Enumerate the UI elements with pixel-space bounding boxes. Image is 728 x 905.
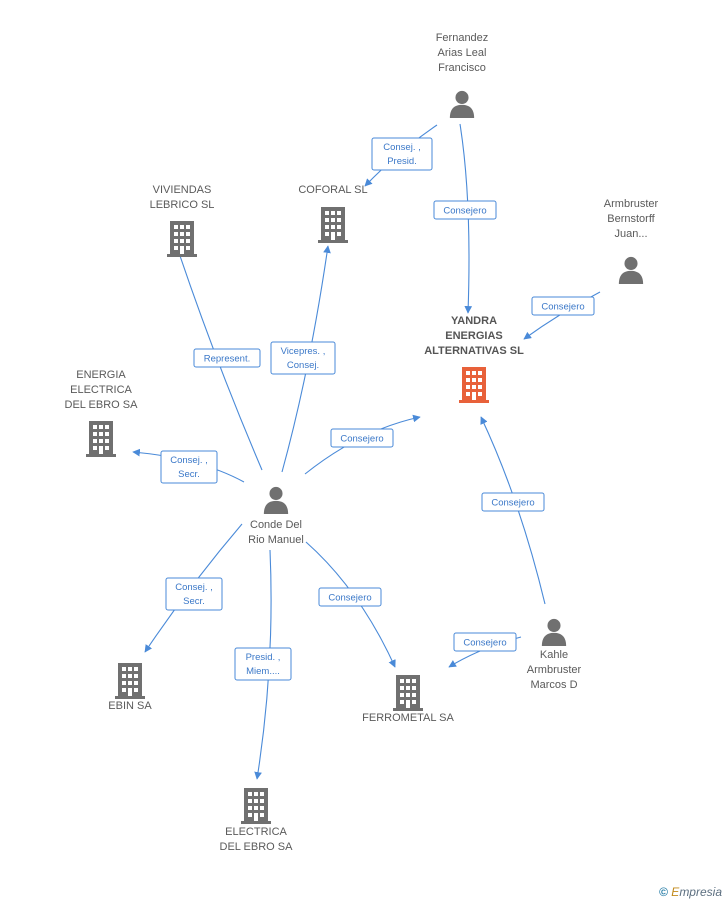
building-icon <box>167 221 197 257</box>
node-label: Arias Leal <box>438 47 487 59</box>
node-label: LEBRICO SL <box>150 199 215 211</box>
edge-label-box[interactable] <box>453 632 517 652</box>
node-label: COFORAL SL <box>298 184 367 196</box>
node-energia[interactable]: ENERGIA ELECTRICA DEL EBRO SA <box>65 369 139 457</box>
edge-label-text: Consej. , <box>383 142 421 153</box>
edge-kahle-to-ferrometal: Consejero <box>448 632 522 668</box>
node-viviendas[interactable]: VIVIENDAS LEBRICO SL <box>150 184 215 257</box>
edge-label-text: Presid. <box>387 156 417 167</box>
node-label: Kahle <box>540 649 568 661</box>
edge-label-text: Vicepres. , <box>281 346 326 357</box>
edge-label-box[interactable] <box>193 348 261 368</box>
node-ferrometal[interactable]: FERROMETAL SA <box>362 675 454 724</box>
copyright-icon: © <box>659 885 668 899</box>
building-icon <box>115 663 145 699</box>
edge-label-text: Consejero <box>541 302 584 313</box>
brand-name: mpresia <box>679 885 722 899</box>
edge-conde-to-energia: Consej. , Secr. <box>132 448 245 484</box>
node-label: EBIN SA <box>108 700 152 712</box>
person-icon <box>618 256 644 284</box>
building-icon <box>459 367 489 403</box>
node-label: ALTERNATIVAS SL <box>424 345 524 357</box>
node-label: DEL EBRO SA <box>220 841 294 853</box>
edge-conde-to-electrica: Presid. , Miem.... <box>234 549 292 780</box>
node-label: Armbruster <box>604 198 659 210</box>
edge-label-text: Consej. , <box>175 582 213 593</box>
node-ebin[interactable]: EBIN SA <box>108 663 152 712</box>
node-label: Armbruster <box>527 664 582 676</box>
edge-label-text: Consejero <box>491 498 534 509</box>
edge-label-text: Consejero <box>340 434 383 445</box>
edge-label-text: Consej. , <box>170 455 208 466</box>
building-icon <box>86 421 116 457</box>
edge-label-box[interactable] <box>160 450 218 484</box>
node-label: Francisco <box>438 62 486 74</box>
brand-initial: E <box>671 885 680 899</box>
node-label: Fernandez <box>436 32 489 44</box>
edge-conde-to-ebin: Consej. , Secr. <box>144 523 243 653</box>
node-label: YANDRA <box>451 315 497 327</box>
edge-label-box[interactable] <box>165 577 223 611</box>
edge-fernandez-to-coforal: Consej. , Presid. <box>364 124 438 187</box>
edge-label-box[interactable] <box>531 296 595 316</box>
node-electrica[interactable]: ELECTRICA DEL EBRO SA <box>220 788 294 853</box>
edge-label-text: Represent. <box>204 354 250 365</box>
node-coforal[interactable]: COFORAL SL <box>298 184 368 243</box>
edge-label-box[interactable] <box>433 200 497 220</box>
edge-label-text: Secr. <box>183 596 205 607</box>
edge-label-box[interactable] <box>318 587 382 607</box>
node-label: VIVIENDAS <box>153 184 212 196</box>
edge-label-text: Presid. , <box>246 652 281 663</box>
person-icon <box>541 618 567 646</box>
node-label: Bernstorff <box>607 213 655 225</box>
building-icon <box>393 675 423 711</box>
edge-label-box[interactable] <box>481 492 545 512</box>
edge-conde-to-coforal: Vicepres. , Consej. <box>270 245 336 473</box>
edge-armbruster_b-to-yandra: Consejero <box>523 291 601 340</box>
edges-layer: Consej. ,Presid.ConsejeroConsejeroRepres… <box>132 123 601 780</box>
edge-label-text: Consejero <box>463 638 506 649</box>
node-label: Conde Del <box>250 519 302 531</box>
node-label: ENERGIA <box>76 369 126 381</box>
edge-label-box[interactable] <box>330 428 394 448</box>
node-yandra[interactable]: YANDRA ENERGIAS ALTERNATIVAS SL <box>424 315 524 403</box>
node-label: ELECTRICA <box>70 384 132 396</box>
edge-label-text: Secr. <box>178 469 200 480</box>
edge-conde-to-ferrometal: Consejero <box>305 541 396 668</box>
edge-label-box[interactable] <box>270 341 336 375</box>
edge-fernandez-to-yandra: Consejero <box>433 123 497 314</box>
node-label: ELECTRICA <box>225 826 287 838</box>
building-icon <box>318 207 348 243</box>
edge-label-text: Consejero <box>328 593 371 604</box>
node-armbruster_b[interactable]: ArmbrusterBernstorffJuan... <box>604 198 659 284</box>
edge-conde-to-yandra: Consejero <box>304 414 421 475</box>
node-label: DEL EBRO SA <box>65 399 139 411</box>
node-label: FERROMETAL SA <box>362 712 454 724</box>
edge-label-text: Consej. <box>287 360 319 371</box>
edge-label-box[interactable] <box>371 137 433 171</box>
building-icon <box>241 788 271 824</box>
brand-footer: © Empresia <box>659 885 722 899</box>
edge-label-text: Miem.... <box>246 666 280 677</box>
edge-label-text: Consejero <box>443 206 486 217</box>
node-label: Juan... <box>614 228 647 240</box>
node-label: ENERGIAS <box>445 330 502 342</box>
edge-kahle-to-yandra: Consejero <box>480 416 546 605</box>
edge-label-box[interactable] <box>234 647 292 681</box>
node-label: Rio Manuel <box>248 534 304 546</box>
person-icon <box>449 90 475 118</box>
node-label: Marcos D <box>530 679 577 691</box>
person-icon <box>263 486 289 514</box>
edge-conde-to-viviendas: Represent. <box>175 246 263 471</box>
